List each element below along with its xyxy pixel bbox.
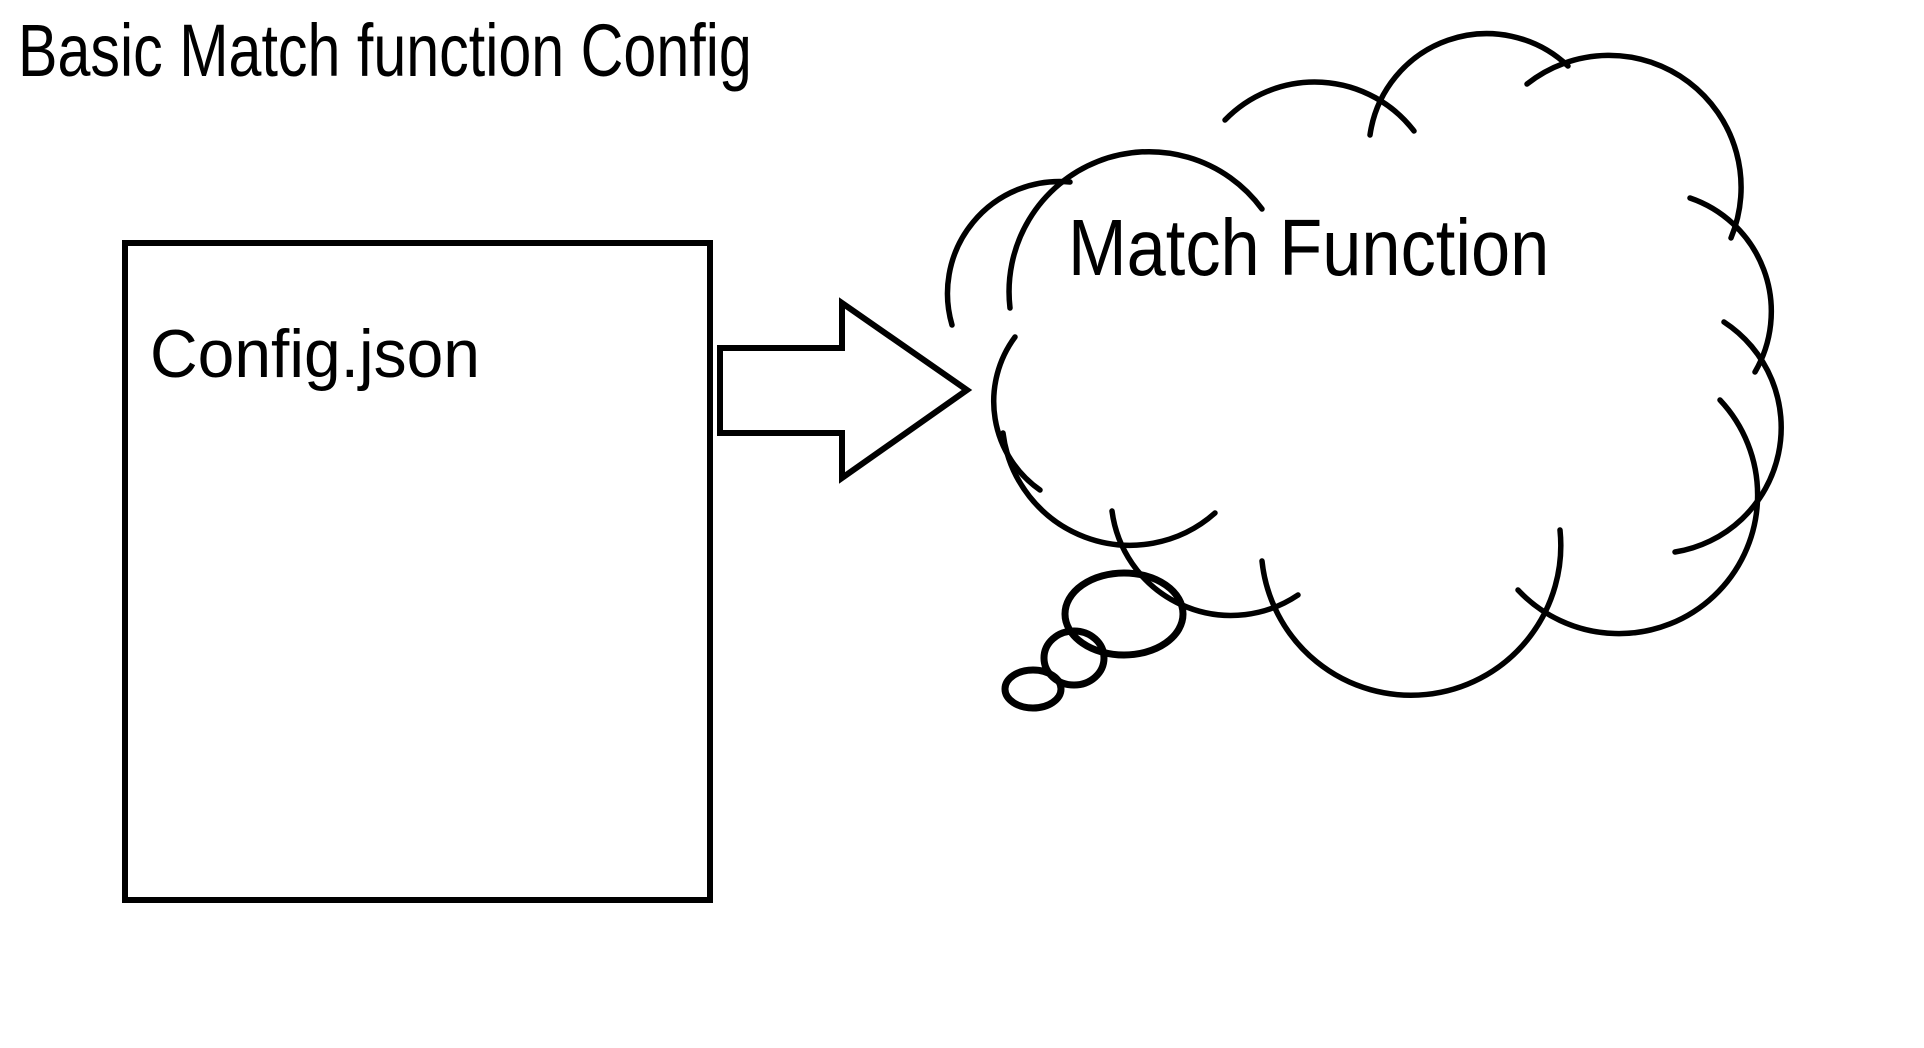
thought-bubble-medium	[1040, 627, 1108, 689]
cloud-arc-left-close	[990, 334, 1043, 493]
match-cloud-label: Match Function	[1068, 203, 1550, 292]
thought-bubble-small	[1001, 666, 1065, 712]
cloud-arc-bottom-mid	[1259, 527, 1564, 699]
page-title: Basic Match function Config	[18, 9, 752, 92]
cloud-arc-top-left	[1006, 149, 1265, 311]
cloud-arc-top-right	[1524, 52, 1744, 241]
cloud-arc-left-upper	[944, 178, 1073, 328]
cloud-arc-right-upper	[1687, 195, 1775, 375]
cloud-arc-right-lower	[1672, 319, 1784, 555]
thought-bubble-large	[1061, 569, 1187, 659]
flow-arrow-shape[interactable]	[717, 297, 973, 484]
config-box-label: Config.json	[150, 316, 480, 392]
config-box-shape[interactable]	[122, 240, 713, 903]
cloud-arc-left-lower	[1000, 430, 1218, 549]
cloud-arc-top-mid-2	[1367, 30, 1571, 138]
cloud-arc-top-mid	[1222, 79, 1417, 134]
cloud-arc-bottom-right	[1515, 397, 1761, 637]
